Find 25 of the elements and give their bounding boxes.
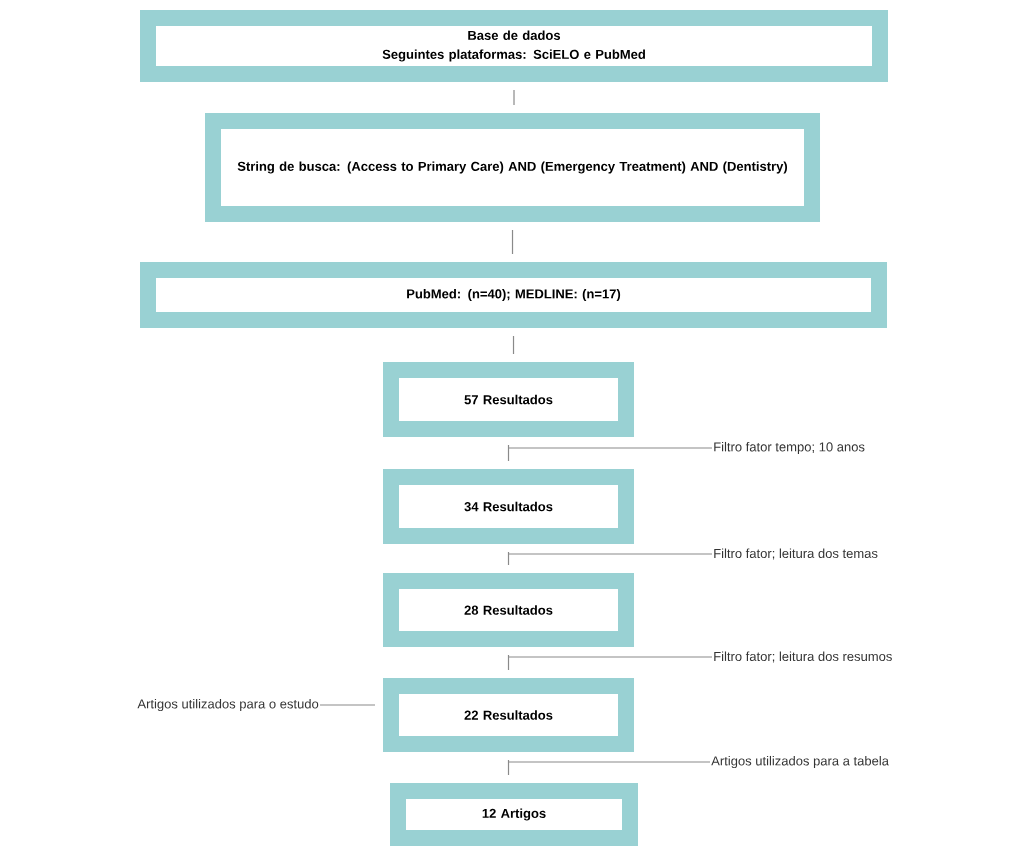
process-box: PubMed: (n=40); MEDLINE: (n=17) (140, 262, 887, 328)
side-note: Filtro fator; leitura dos temas (714, 548, 878, 560)
process-box: 34 Resultados (383, 469, 634, 544)
connector-line (507, 654, 510, 671)
process-box: 28 Resultados (383, 573, 634, 647)
process-box: 12 Artigos (390, 783, 638, 846)
side-note: Filtro fator; leitura dos resumos (714, 651, 892, 663)
connector-line (507, 444, 510, 462)
connector-line (507, 759, 510, 776)
process-box: 57 Resultados (383, 362, 634, 437)
side-note: Artigos utilizados para o estudo (137, 698, 319, 712)
leader-line (319, 704, 376, 706)
connector-line (513, 89, 515, 106)
leader-line (507, 447, 713, 449)
connector-line (512, 335, 515, 355)
leader-line (507, 761, 711, 763)
side-note: Artigos utilizados para a tabela (711, 755, 889, 769)
process-box: Base de dados Seguintes plataformas: SciELO e PubMed (140, 10, 888, 82)
connector-line (511, 229, 514, 255)
process-box: String de busca: (Access to Primary Care) AND (Emergency Treatment) AND (Dentistry) (205, 113, 820, 222)
leader-line (507, 553, 713, 555)
leader-line (507, 656, 713, 658)
side-note: Filtro fator tempo; 10 anos (714, 441, 865, 455)
connector-line (507, 551, 510, 566)
process-box: 22 Resultados (383, 678, 634, 752)
